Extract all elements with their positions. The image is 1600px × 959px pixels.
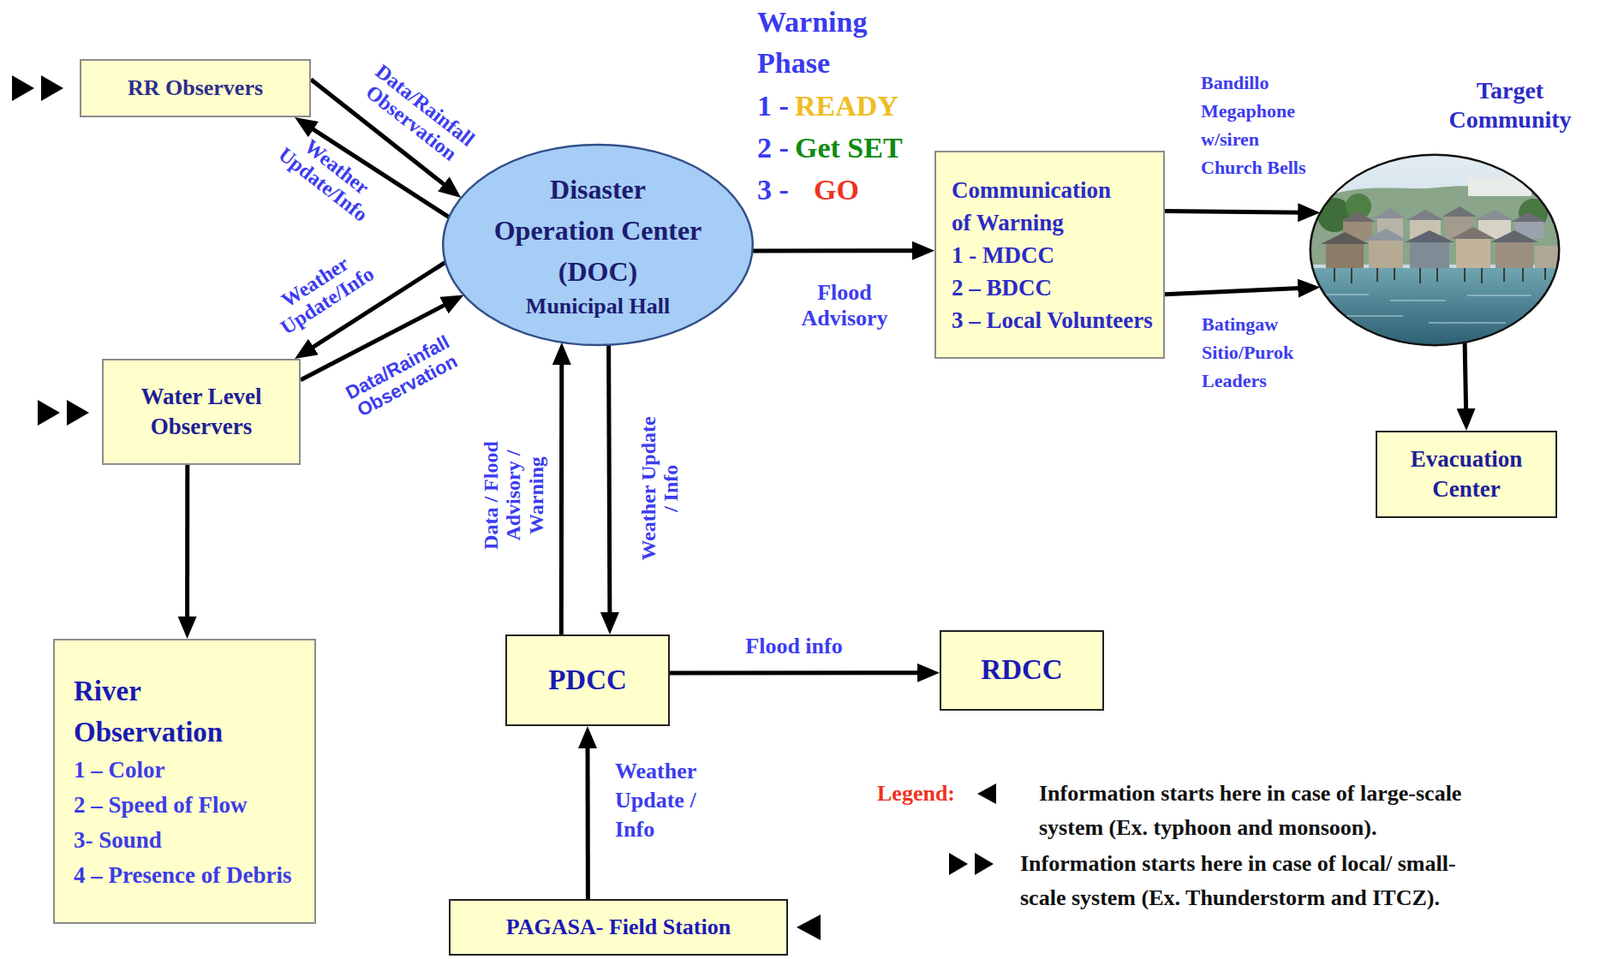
house-wall [1456, 238, 1491, 269]
node-text: Water Level Observers [112, 382, 291, 442]
legend-item: Information starts here in case of large… [1038, 776, 1485, 846]
house-roof [1442, 206, 1477, 217]
edge-label: Data/Rainfall Observation [350, 53, 487, 174]
edge-label: Weather Update / Info [637, 415, 683, 562]
house-roof [1320, 232, 1369, 245]
node-text: PAGASA- Field Station [506, 913, 731, 941]
operation-ellipse: Disaster Operation Center (DOC)Municipal… [441, 143, 755, 347]
edge-label: Data / Flood Advisory / Warning [479, 417, 548, 573]
diagram-label: Warning Phase [757, 1, 908, 84]
house-wall [1368, 240, 1403, 269]
ellipse-outline [1308, 153, 1561, 347]
legend-text: Information starts here in case of local… [1020, 847, 1466, 916]
edge-label: Flood Advisory [784, 280, 905, 332]
diagram-label: Legend: [877, 776, 956, 812]
sky [1308, 153, 1561, 347]
start-marker [66, 400, 90, 426]
house-roof [1363, 228, 1409, 241]
legend-marker [949, 853, 968, 876]
start-marker [37, 400, 60, 426]
house-wall [1495, 242, 1534, 269]
edge-label: Batingaw Sitio/Purok Leaders [1201, 310, 1318, 395]
ellipse-shape [1310, 155, 1559, 346]
diagram-label: READY [794, 85, 899, 127]
house-roof [1490, 230, 1539, 243]
diagram-label: 3 - [757, 169, 789, 211]
house-roof [1474, 209, 1515, 221]
node-text: 3 – Local Volunteers [951, 304, 1153, 337]
house-wall [1409, 242, 1450, 269]
observer-box: RR Observers [79, 59, 311, 118]
diagram-label: 2 - [757, 127, 789, 169]
start-marker [796, 914, 821, 941]
connector-arrow [1164, 211, 1305, 214]
community-ellipse: Target Community [1308, 153, 1561, 347]
node-text: 2 – Speed of Flow [73, 788, 248, 824]
connector-arrow [185, 465, 190, 624]
house-roof [1339, 211, 1376, 222]
diagram-label: 1 - [757, 85, 789, 127]
house-roof [1450, 226, 1496, 239]
connector-arrow [669, 670, 925, 675]
river-box: River Observation1 – Color2 – Speed of F… [53, 638, 317, 925]
warning-box: Communication of Warning1 - MDCC2 – BDCC… [934, 150, 1165, 359]
building [1468, 177, 1532, 197]
council-box: RDCC [939, 630, 1105, 711]
connector-arrow [1164, 287, 1305, 294]
connector-arrow [559, 358, 565, 635]
house-roof [1406, 209, 1445, 221]
start-marker [41, 75, 64, 102]
node-text: RR Observers [127, 74, 263, 102]
node-text: Disaster Operation Center (DOC) [489, 168, 706, 293]
node-text: Municipal Hall [525, 292, 670, 322]
edge-label: Flood info [725, 633, 863, 660]
edge-label: Bandillo Megaphone w/siren Church Bells [1200, 68, 1317, 182]
ellipse-shape [442, 144, 753, 346]
node-text: 2 – BDCC [951, 271, 1052, 305]
legend-item: Information starts here in case of local… [1020, 847, 1466, 916]
node-text: RDCC [980, 653, 1063, 688]
node-text: 1 - MDCC [951, 238, 1055, 272]
start-marker [11, 75, 35, 102]
water [1308, 268, 1561, 347]
house-roof [1404, 230, 1455, 243]
evacuation-box: Evacuation Center [1375, 430, 1558, 519]
legend-text: Information starts here in case of large… [1038, 776, 1485, 846]
node-text: Target Community [1437, 76, 1583, 134]
diagram-label: Get SET [794, 127, 903, 169]
node-text: River Observation [73, 670, 263, 753]
connector-arrow [585, 741, 591, 900]
house-wall [1325, 244, 1364, 270]
node-text: 3- Sound [73, 823, 162, 859]
diagram-label: GO [813, 169, 860, 211]
station-box: PAGASA- Field Station [448, 899, 789, 956]
photo-group [1308, 153, 1561, 347]
edge-label: Weather Update / Info [614, 757, 718, 845]
node-text: 4 – Presence of Debris [73, 858, 292, 894]
stilts [1334, 268, 1546, 284]
connector-arrow [1464, 342, 1467, 416]
node-text: 1 – Color [73, 752, 165, 789]
house-roof [1373, 208, 1407, 219]
edge-label: Weather Update/Info [255, 237, 389, 346]
house-roof [1510, 212, 1547, 222]
council-box: PDCC [505, 634, 670, 727]
edge-label: Weather Update/Info [265, 118, 395, 233]
node-text: Communication of Warning [951, 173, 1123, 239]
node-text: PDCC [548, 663, 627, 699]
observer-box: Water Level Observers [101, 358, 301, 466]
edge-label: Data/Rainfall Observation [324, 322, 481, 432]
node-text: Evacuation Center [1387, 444, 1546, 505]
legend-marker [977, 783, 997, 805]
legend-marker [974, 853, 994, 876]
connector-arrow [608, 345, 610, 620]
connector-arrow [752, 248, 920, 253]
